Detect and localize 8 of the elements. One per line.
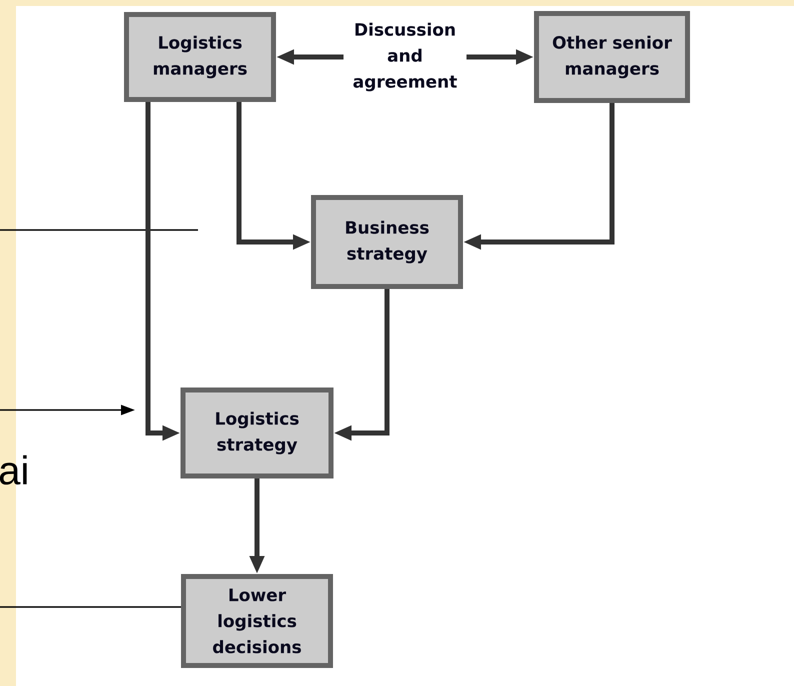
edge-label: Discussion and agreement [344,18,466,96]
process-box: Business strategy [311,195,463,289]
process-box: Other senior managers [534,11,690,103]
process-box: Logistics managers [124,12,276,102]
leader-line [0,606,181,608]
process-box: Lower logistics decisions [181,574,333,668]
process-box: Logistics strategy [180,388,334,478]
slide-text: ai [0,455,27,485]
